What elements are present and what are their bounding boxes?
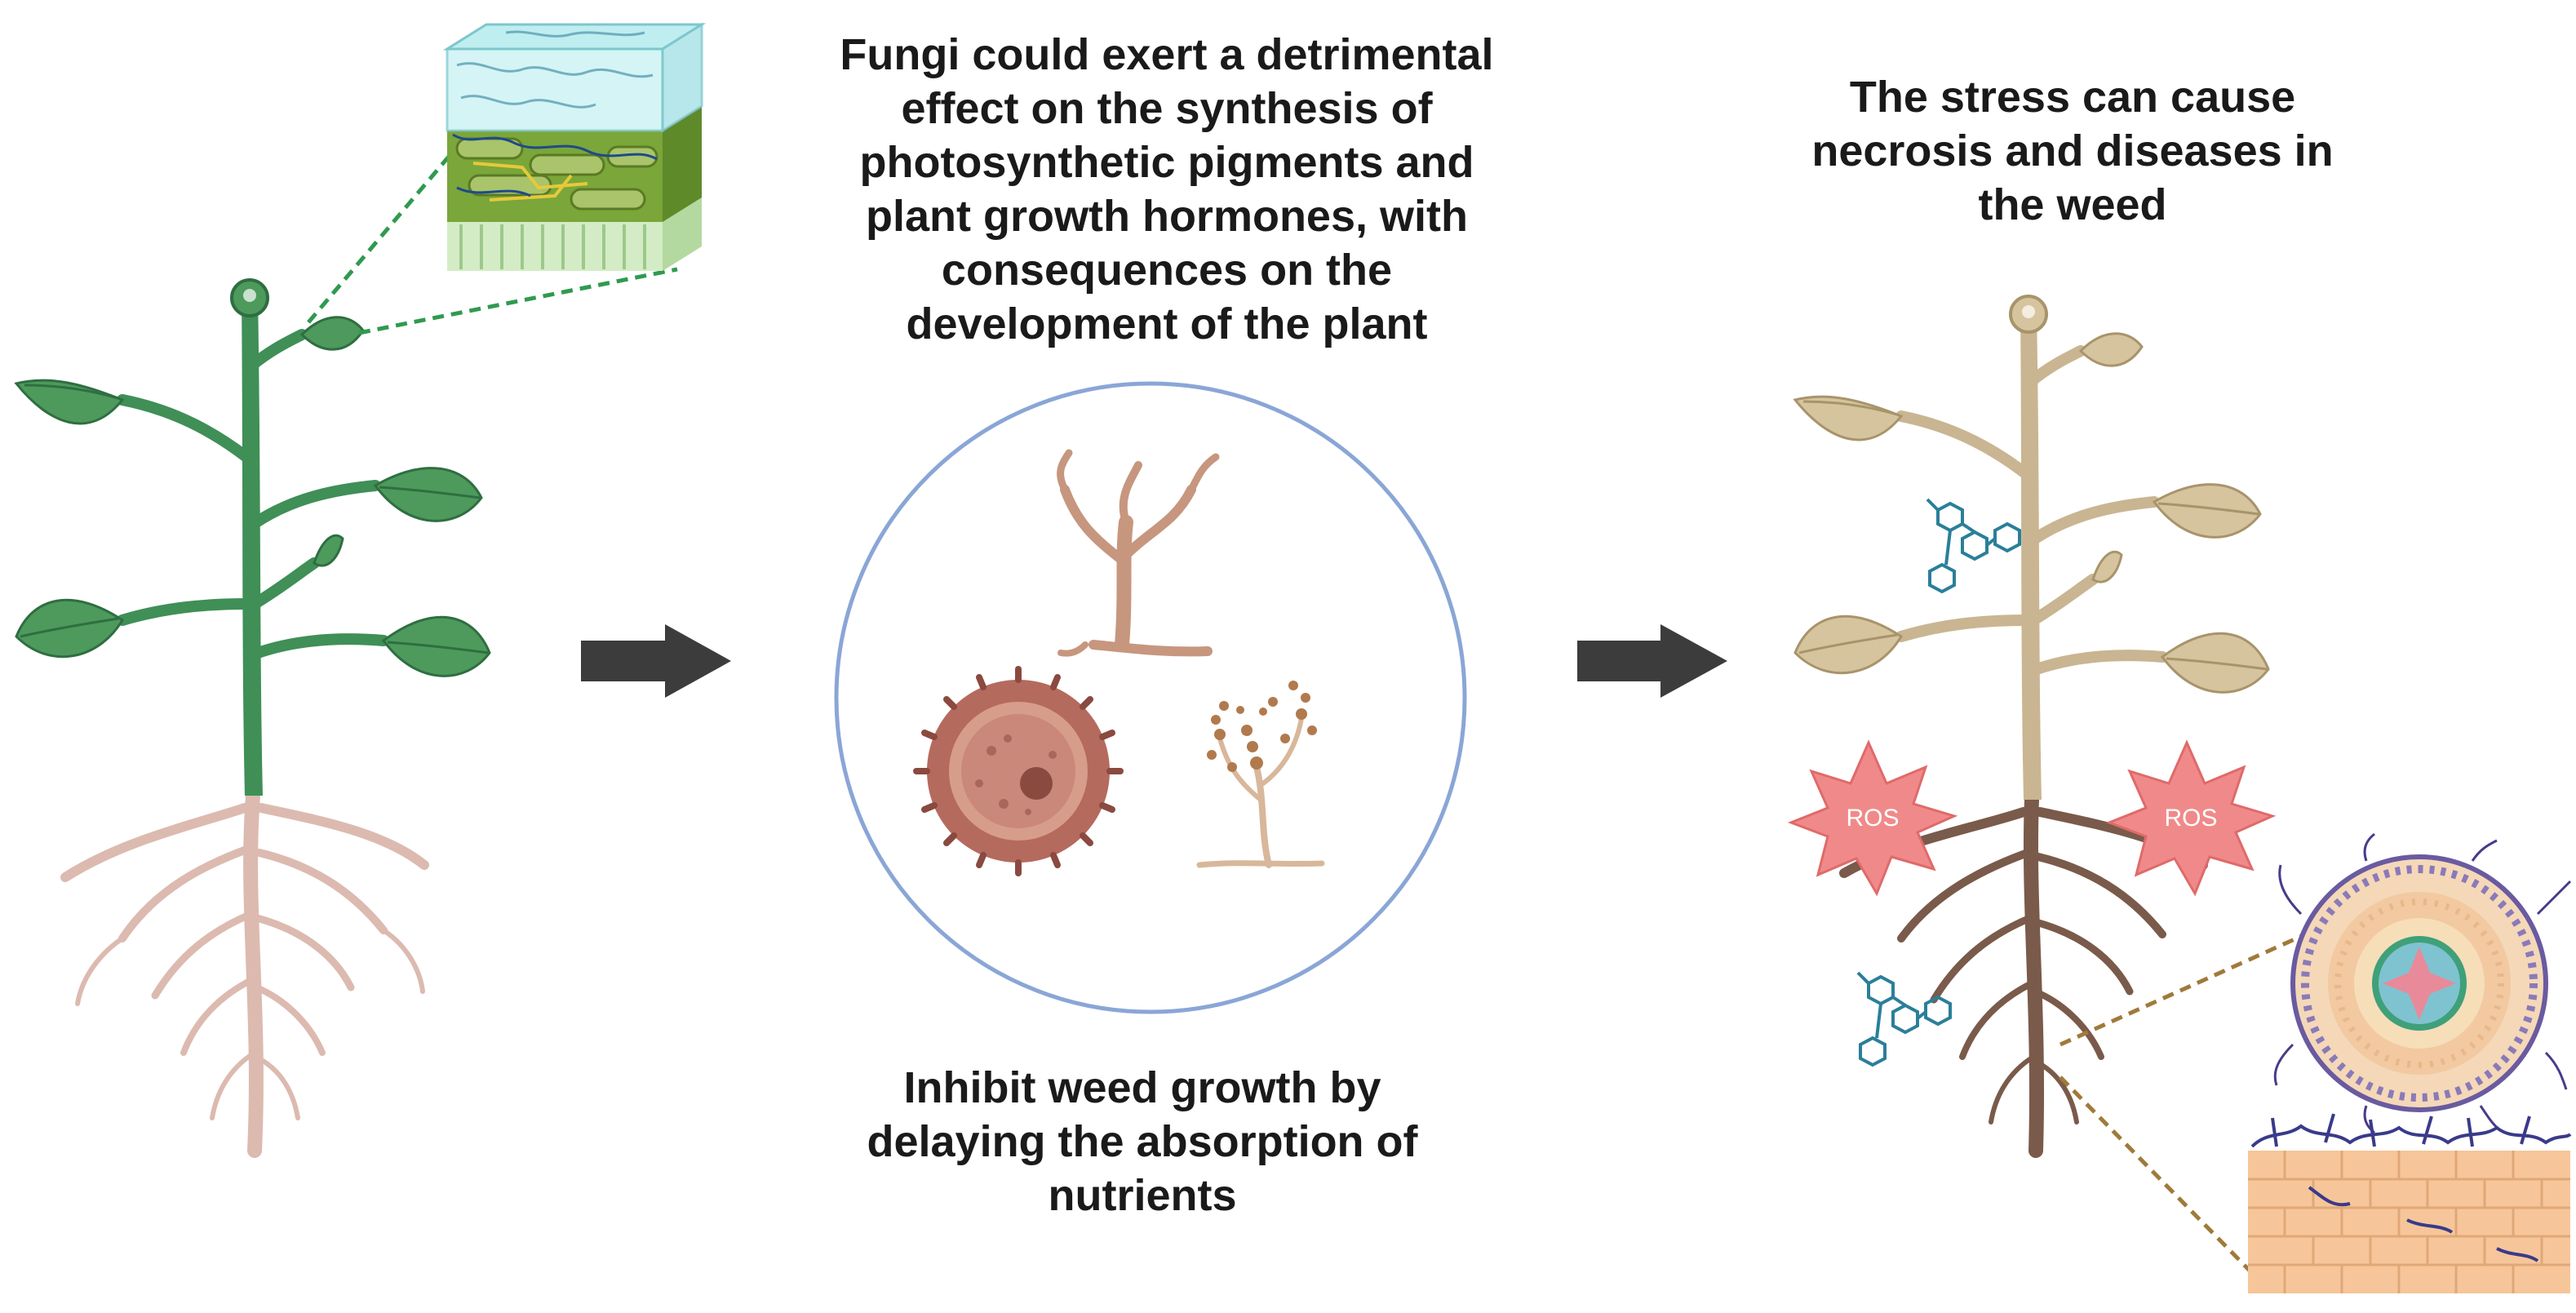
conidiophore-icon — [1196, 681, 1325, 868]
caption-inhibit-growth: Inhibit weed growth by delaying the abso… — [783, 1061, 1501, 1222]
healthy-roots-icon — [60, 788, 429, 1158]
caption-stress-effect: The stress can cause necrosis and diseas… — [1738, 70, 2407, 232]
molecule-icon — [1856, 971, 1952, 1067]
caption-line: Fungi could exert a detrimental — [840, 30, 1494, 79]
caption-line: the weed — [1978, 180, 2167, 229]
caption-line: delaying the absorption of — [867, 1117, 1418, 1166]
caption-line: development of the plant — [906, 299, 1428, 348]
caption-line: Inhibit weed growth by — [903, 1063, 1381, 1112]
caption-line: effect on the synthesis of — [901, 84, 1433, 133]
leaf-icon — [2152, 483, 2262, 539]
caption-line: nutrients — [1048, 1171, 1237, 1220]
root-cross-section-icon — [2273, 832, 2572, 1134]
arrow-right-icon — [1577, 624, 1727, 698]
leaf-icon — [373, 467, 483, 522]
ros-burst-right-icon: ROS — [2105, 739, 2277, 897]
caption-line: The stress can cause — [1849, 73, 2296, 122]
root-tissue-inset-icon — [2248, 1113, 2572, 1293]
healthy-stem-icon — [242, 294, 263, 796]
ros-label-left: ROS — [1846, 805, 1899, 832]
molecule-icon — [1926, 498, 2021, 594]
ros-label-right: ROS — [2164, 805, 2217, 832]
branching-fungus-icon — [1057, 449, 1220, 657]
caption-fungi-effect: Fungi could exert a detrimental effect o… — [734, 28, 1599, 351]
diseased-plant-icon: ROS ROS — [1787, 295, 2343, 1275]
leaf-icon — [14, 379, 125, 425]
caption-line: necrosis and diseases in — [1811, 126, 2334, 175]
caption-line: plant growth hormones, with — [866, 192, 1468, 241]
caption-line: consequences on the — [941, 246, 1393, 295]
diseased-stem-icon — [2020, 310, 2042, 800]
fungi-circle-icon — [834, 381, 1467, 1014]
leaf-icon — [1793, 395, 1904, 441]
leaf-icon — [1793, 614, 1904, 675]
leaf-icon — [15, 598, 125, 659]
bud-icon — [313, 534, 344, 567]
leaf-icon — [2078, 332, 2144, 367]
ros-burst-left-icon: ROS — [1787, 739, 1958, 897]
caption-line: photosynthetic pigments and — [859, 138, 1474, 187]
bud-icon — [2091, 550, 2123, 583]
arrow-right-icon — [581, 624, 731, 698]
healthy-plant-icon — [14, 145, 678, 1158]
spore-ball-icon — [913, 666, 1124, 876]
leaf-tissue-inset-icon — [442, 22, 707, 271]
